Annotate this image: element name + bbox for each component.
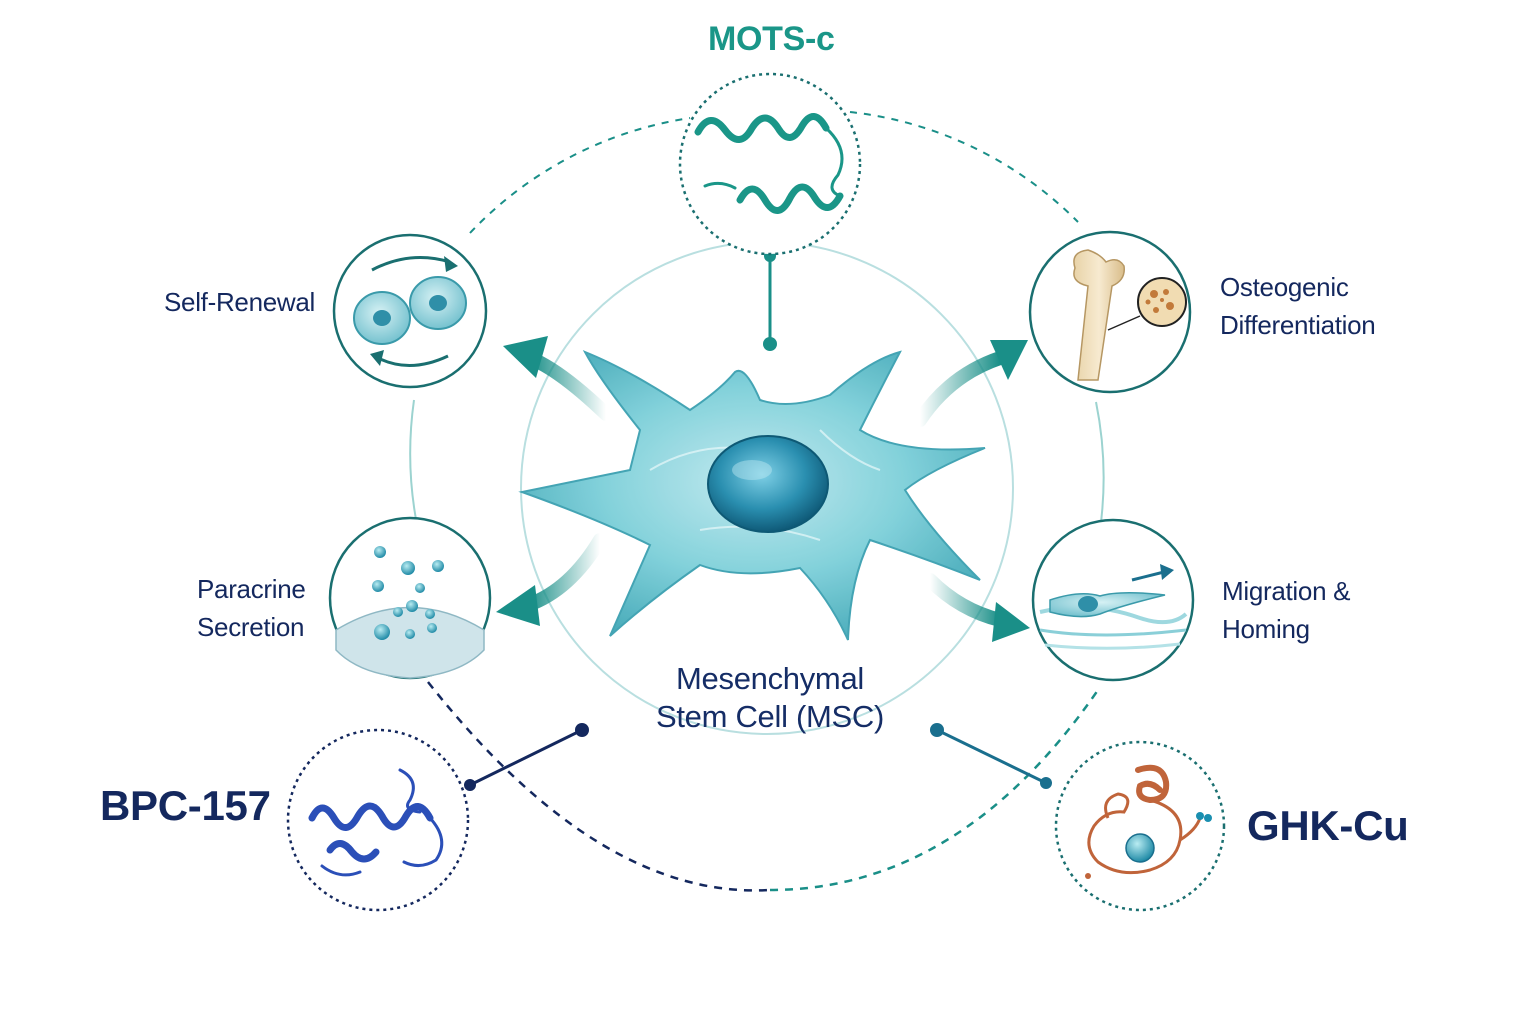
paracrine-line2: Secretion bbox=[197, 612, 305, 642]
msc-label-line1: Mesenchymal bbox=[676, 661, 864, 696]
bone-with-trabecular-inset-icon bbox=[1073, 249, 1187, 381]
migration-label: Migration & Homing bbox=[1222, 572, 1351, 648]
msc-label: Mesenchymal Stem Cell (MSC) bbox=[620, 660, 920, 736]
arrow-to-migration bbox=[923, 573, 1030, 642]
migrating-cell-on-fibers-icon bbox=[1039, 564, 1188, 650]
outer-orbit bbox=[409, 111, 1105, 892]
migration-line2: Homing bbox=[1222, 614, 1310, 644]
self-renewal-node bbox=[332, 233, 488, 389]
osteogenic-line1: Osteogenic bbox=[1220, 272, 1349, 302]
arrow-to-self-renewal bbox=[503, 336, 613, 421]
paracrine-secretion-node bbox=[328, 516, 492, 680]
osteogenic-node bbox=[1028, 230, 1192, 394]
arrow-to-paracrine bbox=[496, 533, 607, 626]
mesenchymal-stem-cell-icon bbox=[518, 350, 986, 641]
teal-helical-peptide-icon bbox=[694, 113, 844, 214]
self-renewal-label: Self-Renewal bbox=[164, 283, 315, 321]
ghk-cu-label: GHK-Cu bbox=[1247, 802, 1409, 849]
msc-label-line2: Stem Cell (MSC) bbox=[655, 699, 884, 734]
blue-helical-peptide-icon bbox=[308, 768, 444, 877]
copper-peptide-complex-icon bbox=[1085, 764, 1212, 879]
osteogenic-line2: Differentiation bbox=[1220, 310, 1376, 340]
ghk-cu-connector bbox=[930, 723, 1052, 789]
bpc-157-connector bbox=[464, 723, 589, 791]
bpc-157-node bbox=[286, 728, 470, 912]
secreted-vesicles-icon bbox=[335, 546, 485, 679]
osteogenic-label: Osteogenic Differentiation bbox=[1220, 268, 1376, 344]
dividing-cells-cycle-icon bbox=[353, 256, 467, 368]
mots-c-label: MOTS-c bbox=[708, 20, 835, 58]
paracrine-line1: Paracrine bbox=[197, 574, 306, 604]
mots-c-node bbox=[678, 72, 862, 256]
bpc-157-label: BPC-157 bbox=[100, 782, 271, 829]
mots-c-connector bbox=[763, 250, 777, 351]
migration-line1: Migration & bbox=[1222, 576, 1351, 606]
arrow-to-osteogenic bbox=[913, 340, 1028, 427]
self-renewal-line1: Self-Renewal bbox=[164, 287, 316, 317]
paracrine-label: Paracrine Secretion bbox=[197, 570, 306, 646]
ghk-cu-node bbox=[1054, 740, 1226, 912]
migration-homing-node bbox=[1031, 518, 1195, 682]
